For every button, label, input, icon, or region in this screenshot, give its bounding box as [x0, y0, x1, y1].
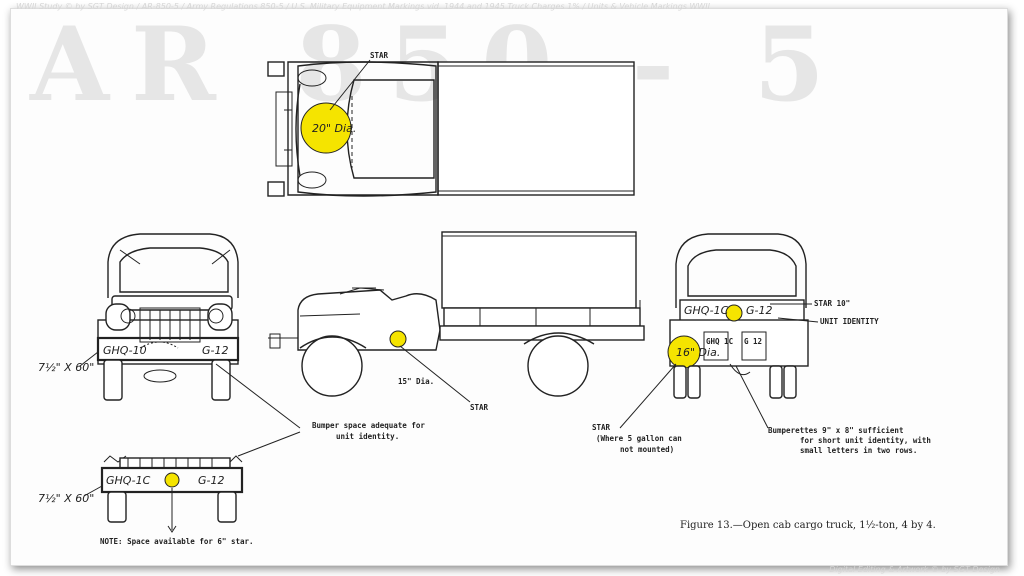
label-dia-side: 15" Dia. [398, 377, 434, 386]
star-marking-rear [725, 304, 743, 322]
star-marking-bumper [164, 472, 180, 488]
star-marking-top [300, 102, 352, 154]
rear-bumperette-left: GHQ 1C [706, 337, 733, 346]
bumper-detail: GHQ-1C G-12 7½" X 60" [38, 363, 301, 533]
copyright-banner-bottom: Digital Editing & Artwork © by SGT Desig… [829, 565, 1000, 574]
bumperettes-line-2: for short unit identity, with [800, 436, 931, 445]
label-star-top: STAR [370, 51, 389, 60]
detail-marking-left: GHQ-1C [106, 474, 151, 487]
label-bumper-size-front: 7½" X 60" [38, 361, 94, 374]
front-marking-right: G-12 [202, 344, 229, 357]
star-note-line-2: (Where 5 gallon can [596, 434, 682, 443]
note-star-space: NOTE: Space available for 6" star. [100, 537, 254, 546]
front-view: GHQ-10 G-12 7½" X 60" [38, 233, 240, 401]
label-dia-rear: 16" Dia. [676, 346, 720, 359]
rear-bumperette-right: G 12 [744, 337, 762, 346]
label-bumper-size-detail: 7½" X 60" [38, 492, 94, 505]
star-marking-side [389, 330, 407, 348]
label-unit-identity: UNIT IDENTITY [820, 317, 879, 326]
bumperettes-line-3: small letters in two rows. [800, 446, 917, 455]
star-note-line-1: STAR [592, 423, 611, 432]
label-star-side: STAR [470, 403, 489, 412]
top-view: STAR 20" Dia. [267, 51, 635, 197]
label-star-rear: STAR 10" [814, 299, 850, 308]
detail-marking-right: G-12 [198, 474, 225, 487]
bumperettes-line-1: Bumperettes 9" x 8" sufficient [768, 426, 903, 435]
label-dia-top: 20" Dia. [312, 122, 356, 135]
front-marking-left: GHQ-10 [103, 344, 147, 357]
rear-marking-right: G-12 [746, 304, 773, 317]
annotations: Bumper space adequate for unit identity.… [100, 421, 936, 546]
bumper-space-line-1: Bumper space adequate for [312, 421, 425, 430]
side-view: 15" Dia. STAR [268, 231, 645, 412]
bumper-space-line-2: unit identity. [336, 432, 399, 441]
figure-caption: Figure 13.—Open cab cargo truck, 1½-ton,… [680, 520, 936, 531]
star-note-line-3: not mounted) [620, 445, 674, 454]
copyright-banner-top: WWII Study © by SGT Design / AR-850-5 / … [16, 2, 711, 11]
rear-marking-left: GHQ-1C [684, 304, 729, 317]
rear-view: GHQ-1C G-12 GHQ 1C G 12 16" Dia. STAR 10… [619, 233, 879, 429]
